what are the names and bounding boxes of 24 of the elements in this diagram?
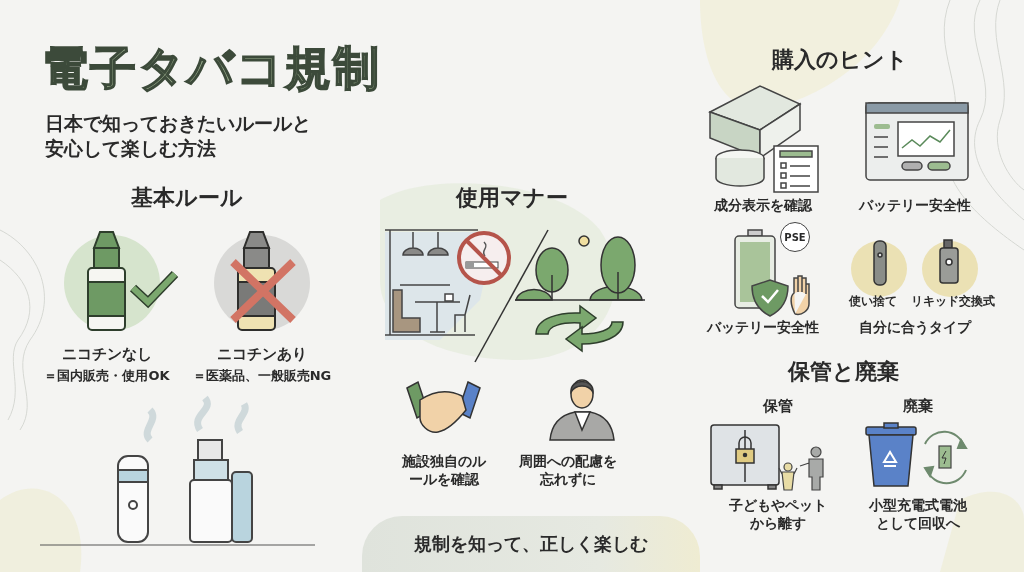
caption-text: ＝医薬品、一般販売NG xyxy=(192,368,332,385)
caption-text: 使い捨て xyxy=(849,294,897,310)
caption-text: 子どもやペットから離す xyxy=(728,496,828,533)
caption-text: 保管 xyxy=(763,397,793,417)
subtitle: 日本で知っておきたいルールと安心して楽しむ方法 xyxy=(45,111,312,161)
section-heading: 基本ルール xyxy=(131,184,243,212)
caption-text: 自分に合うタイプ xyxy=(859,318,971,337)
caption-text: 成分表示を確認 xyxy=(714,196,812,215)
caption-text: 廃棄 xyxy=(903,397,933,417)
caption-text: バッテリー安全性 xyxy=(859,196,971,215)
caption-text: ニコチンあり xyxy=(217,345,307,365)
caption-text: ＝国内販売・使用OK xyxy=(44,368,170,385)
caption-text: バッテリー安全性 xyxy=(707,318,819,337)
certification-mark: PSE xyxy=(780,222,810,252)
caption-text: ニコチンなし xyxy=(62,345,152,365)
section-heading: 購入のヒント xyxy=(772,46,908,74)
section-heading: 保管と廃棄 xyxy=(787,358,899,386)
caption-text: リキッド交換式 xyxy=(911,294,995,310)
caption-text: 施設独自のルールを確認 xyxy=(401,452,487,489)
caption-text: 周囲への配慮を忘れずに xyxy=(518,452,618,489)
title: 電子タバコ規制 xyxy=(42,40,381,97)
banner-band: 規制を知って、正しく楽しむ xyxy=(362,516,700,572)
caption-text: 小型充電式電池として回収へ xyxy=(868,496,968,533)
section-heading: 使用マナー xyxy=(456,184,568,212)
